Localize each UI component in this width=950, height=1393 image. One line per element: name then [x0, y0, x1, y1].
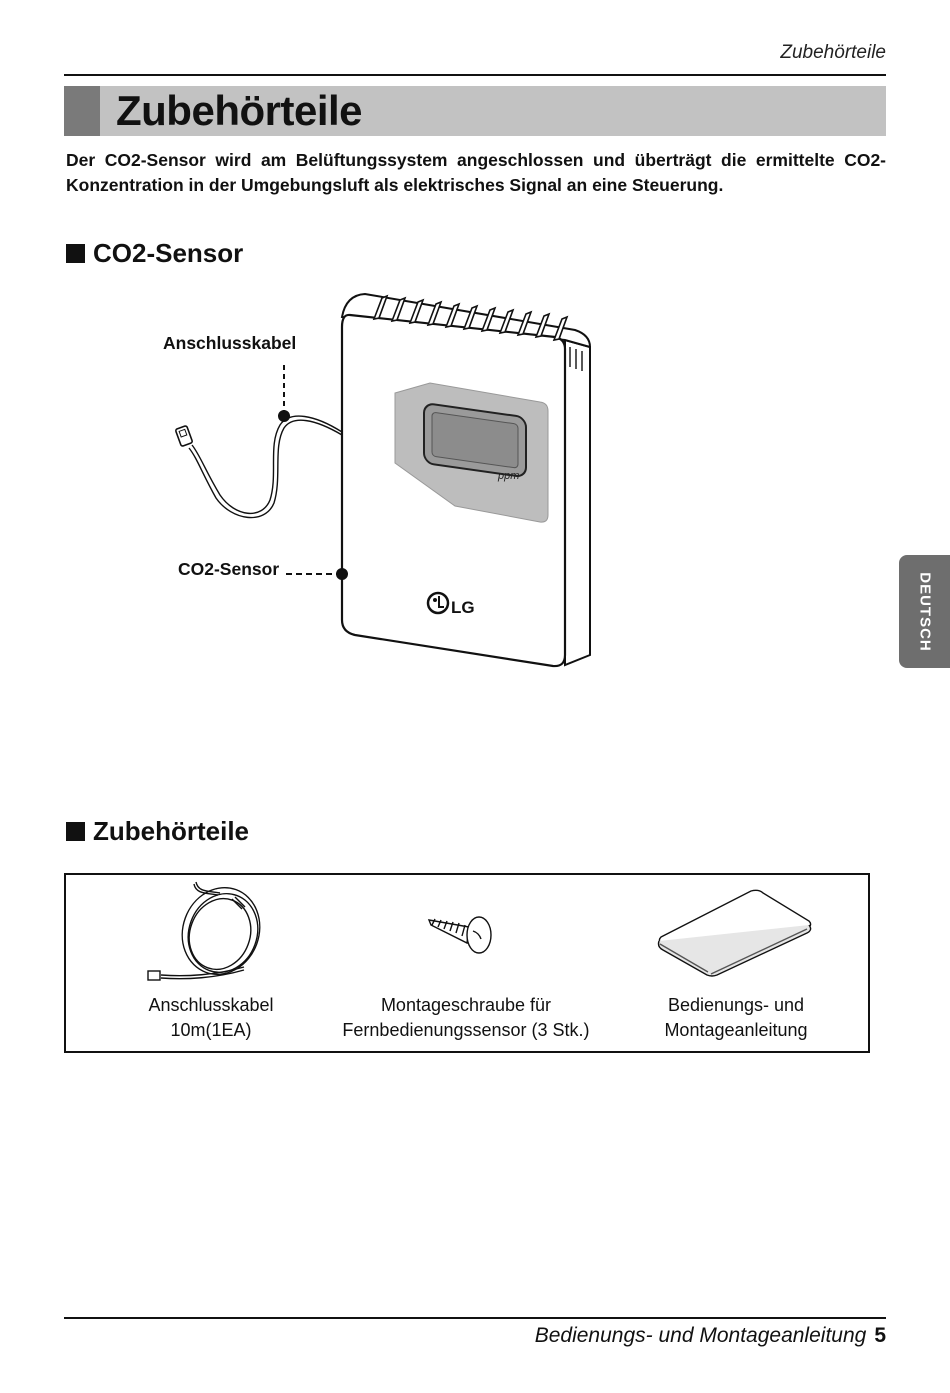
language-side-tab-label: DEUTSCH — [916, 571, 933, 652]
accessory-label-line1: Anschlusskabel — [148, 995, 274, 1015]
accessory-item-cable: Anschlusskabel 10m(1EA) — [106, 875, 316, 1051]
language-side-tab: DEUTSCH — [899, 555, 950, 668]
callout-leaders — [278, 365, 348, 580]
accessory-item-screw: Montageschraube für Fernbedienungssensor… — [326, 875, 606, 1051]
section-heading-text: Zubehörteile — [93, 816, 250, 846]
square-bullet-icon — [66, 244, 85, 263]
section-heading-accessories: Zubehörteile — [66, 816, 249, 847]
accessory-label-line1: Bedienungs- und — [667, 995, 805, 1015]
title-band: Zubehörteile — [64, 86, 886, 136]
running-header: Zubehörteile — [780, 42, 886, 63]
cable-coil-icon — [147, 881, 261, 981]
callout-anschlusskabel: Anschlusskabel — [163, 333, 297, 353]
page-footer: Bedienungs- und Montageanleitung 5 — [535, 1324, 886, 1348]
co2-sensor-illustration: ppm LG — [175, 292, 592, 668]
section-heading-co2-sensor: CO2-Sensor — [66, 238, 243, 269]
title-tab-marker — [64, 86, 100, 136]
intro-paragraph: Der CO2-Sensor wird am Belüftungssystem … — [66, 150, 886, 195]
lg-logo: LG — [426, 591, 475, 617]
screw-icon — [427, 916, 492, 954]
manual-booklet-icon — [657, 889, 812, 977]
bottom-rule — [64, 1317, 886, 1319]
accessory-label-line1: Montageschraube für — [380, 995, 552, 1015]
page-number: 5 — [874, 1324, 886, 1347]
accessory-label-line2: Fernbedienungssensor (3 Stk.) — [342, 1020, 590, 1040]
footer-title: Bedienungs- und Montageanleitung — [534, 1324, 867, 1347]
accessory-item-manual: Bedienungs- und Montageanleitung — [621, 875, 851, 1051]
ppm-unit-label: ppm — [497, 470, 519, 482]
vent-slots — [372, 294, 569, 342]
svg-text:LG: LG — [451, 598, 475, 617]
square-bullet-icon — [66, 822, 85, 841]
callout-co2-sensor: CO2-Sensor — [178, 559, 280, 579]
top-rule — [64, 74, 886, 76]
section-heading-text: CO2-Sensor — [93, 238, 244, 268]
page-title: Zubehörteile — [116, 87, 363, 134]
accessory-label-line2: Montageanleitung — [664, 1020, 808, 1040]
accessory-label-line2: 10m(1EA) — [170, 1020, 252, 1040]
connection-cable — [175, 415, 343, 519]
accessories-table: Anschlusskabel 10m(1EA) Montageschraube … — [64, 873, 870, 1053]
